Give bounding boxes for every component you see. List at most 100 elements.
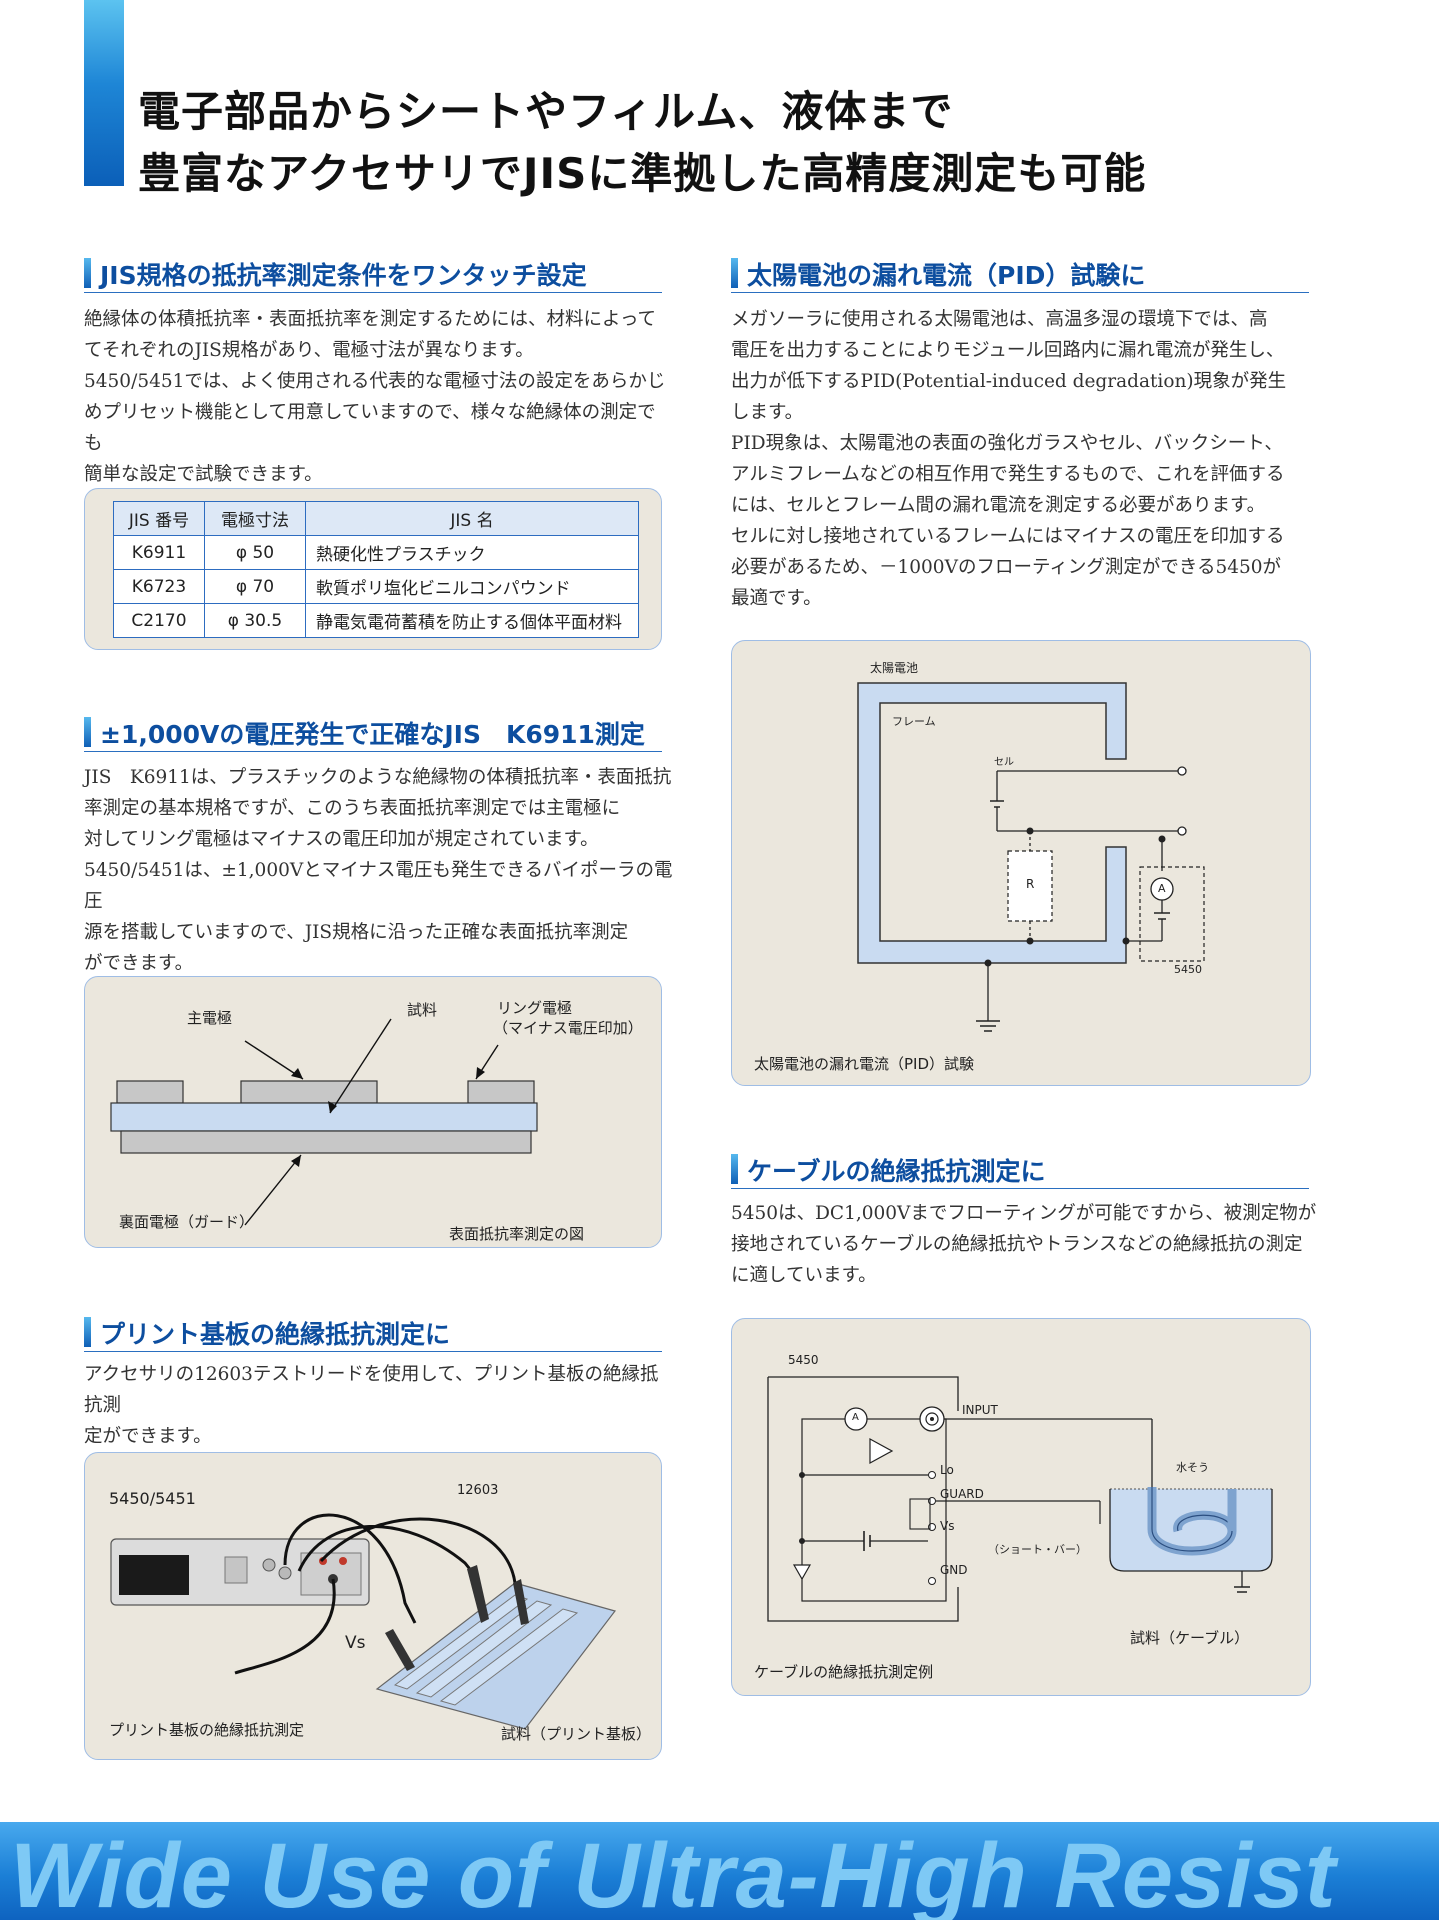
pcb-board (375, 1582, 617, 1730)
heading-marker (84, 258, 91, 288)
page-title-line-2: 豊富なアクセサリでJISに準拠した高精度測定も可能 (138, 149, 1147, 198)
heading-marker (731, 258, 738, 288)
main-electrode (240, 1080, 378, 1104)
ammeter-label: A (852, 1412, 859, 1423)
ammeter-label: A (1158, 882, 1166, 895)
section-body-jis: 絶縁体の体積抵抗率・表面抵抗率を測定するためには、材料によって てそれぞれのJI… (84, 304, 674, 490)
section-heading-jis: JIS規格の抵抗率測定条件をワンタッチ設定 (84, 254, 662, 293)
table-cell: 熱硬化性プラスチック (305, 535, 639, 570)
body-line: セルに対し接地されているフレームにはマイナスの電圧を印加する (731, 526, 1285, 547)
heading-text: JIS規格の抵抗率測定条件をワンタッチ設定 (100, 261, 587, 290)
body-line: 接地されているケーブルの絶縁抵抗やトランスなどの絶縁抵抗の測定 (731, 1234, 1303, 1255)
body-line: 定ができます。 (84, 1426, 212, 1447)
resistor-label: R (1026, 877, 1035, 891)
body-line: 出力が低下するPID(Potential-induced degradation… (731, 371, 1287, 392)
body-line: 絶縁体の体積抵抗率・表面抵抗率を測定するためには、材料によって (84, 309, 657, 330)
table-row: K6911 φ 50 熱硬化性プラスチック (113, 535, 639, 570)
title-accent-bar (84, 0, 124, 186)
body-line: 最適です。 (731, 588, 822, 609)
table-cell: φ 30.5 (204, 603, 306, 638)
ring-electrode (467, 1080, 535, 1104)
section-body-pid: メガソーラに使用される太陽電池は、高温多湿の環境下では、高 電圧を出力することに… (731, 304, 1327, 614)
body-line: 率測定の基本規格ですが、このうち表面抵抗率測定では主電極に (84, 798, 621, 819)
diagram-caption: プリント基板の絶縁抵抗測定 (109, 1721, 305, 1739)
heading-marker (731, 1154, 738, 1184)
solar-frame (857, 682, 1127, 964)
sample-label: 試料（プリント基板） (501, 1725, 652, 1743)
pid-diagram-panel: 太陽電池 フレーム セル R A 5450 太陽電池の漏れ電流（PID）試験 (731, 640, 1311, 1086)
pcb-diagram (110, 1513, 617, 1730)
body-line: 5450/5451は、±1,000Vとマイナス電圧も発生できるバイポーラの電圧 (84, 860, 673, 912)
vs-label: Vs (940, 1519, 955, 1533)
table-cell: φ 50 (204, 535, 306, 570)
jis-table: JIS 番号 電極寸法 JIS 名 K6911 φ 50 熱硬化性プラスチック … (113, 501, 639, 638)
section-heading-k6911: ±1,000Vの電圧発生で正確なJIS K6911測定 (84, 713, 662, 752)
guard-electrode (120, 1130, 532, 1154)
lo-label: Lo (940, 1463, 954, 1477)
body-line: 源を搭載していますので、JIS規格に沿った正確な表面抵抗率測定 (84, 922, 629, 943)
surface-resistivity-diagram (110, 1018, 538, 1226)
body-line: めプリセット機能として用意していますので、様々な絶縁体の測定でも (84, 402, 656, 454)
body-line: アクセサリの12603テストリードを使用して、プリント基板の絶縁抵抗測 (84, 1364, 659, 1416)
table-row: K6723 φ 70 軟質ポリ塩化ビニルコンパウンド (113, 569, 639, 604)
ring-electrode-note: （マイナス電圧印加） (493, 1019, 643, 1037)
body-line: 対してリング電極はマイナスの電圧印加が規定されています。 (84, 829, 599, 850)
diagram-caption: ケーブルの絶縁抵抗測定例 (754, 1663, 934, 1681)
vs-label: Vs (345, 1633, 366, 1653)
heading-marker (84, 717, 91, 747)
body-line: ができます。 (84, 953, 194, 974)
section-body-pcb: アクセサリの12603テストリードを使用して、プリント基板の絶縁抵抗測 定ができ… (84, 1359, 674, 1452)
heading-text: ±1,000Vの電圧発生で正確なJIS K6911測定 (100, 720, 645, 749)
terminal (1177, 766, 1187, 776)
heading-text: 太陽電池の漏れ電流（PID）試験に (747, 261, 1146, 290)
sample-sheet (110, 1102, 538, 1132)
body-line: アルミフレームなどの相互作用で発生するもので、これを評価する (731, 464, 1285, 485)
pid-diagram (857, 682, 1205, 1032)
probe (513, 1579, 529, 1625)
main-electrode-label: 主電極 (187, 1009, 233, 1027)
footer-banner: Wide Use of Ultra-High Resist (0, 1822, 1439, 1920)
section-body-cable: 5450は、DC1,000Vまでフローティングが可能ですから、被測定物が 接地さ… (731, 1198, 1327, 1291)
instrument-label: 5450 (788, 1353, 819, 1367)
diagram-caption: 表面抵抗率測定の図 (449, 1225, 585, 1243)
diagram-caption: 太陽電池の漏れ電流（PID）試験 (754, 1055, 975, 1073)
short-bar-label: （ショート・バー） (988, 1543, 1087, 1556)
cable-diagram (767, 1376, 1273, 1622)
table-cell: C2170 (113, 603, 205, 638)
frame-label: フレーム (892, 715, 936, 728)
sample-label: 試料 (407, 1001, 438, 1019)
table-cell: K6723 (113, 569, 205, 604)
gnd-label: GND (940, 1563, 968, 1577)
probe (385, 1629, 415, 1671)
instrument-label: 5450 (1174, 963, 1202, 976)
body-line: JIS K6911は、プラスチックのような絶縁物の体積抵抗率・表面抵抗 (84, 767, 672, 788)
body-line: には、セルとフレーム間の漏れ電流を測定する必要があります。 (731, 495, 1266, 516)
ring-electrode-label: リング電極 (497, 999, 573, 1017)
footer-text: Wide Use of Ultra-High Resist (10, 1825, 1337, 1920)
guard-electrode-label: 裏面電極（ガード） (119, 1213, 255, 1231)
body-line: てそれぞれのJIS規格があり、電極寸法が異なります。 (84, 340, 534, 361)
cable-diagram-panel: 5450 INPUT A Lo GUARD Vs （ショート・バー） GND 水… (731, 1318, 1311, 1696)
solar-label: 太陽電池 (870, 661, 919, 675)
amplifier (869, 1437, 894, 1465)
section-heading-pcb: プリント基板の絶縁抵抗測定に (84, 1313, 662, 1352)
table-row: C2170 φ 30.5 静電気電荷蓄積を防止する個体平面材料 (113, 603, 639, 638)
table-cell: 軟質ポリ塩化ビニルコンパウンド (305, 569, 639, 604)
table-header-row: JIS 番号 電極寸法 JIS 名 (113, 501, 639, 536)
table-cell: φ 70 (204, 569, 306, 604)
column-header: 電極寸法 (204, 501, 306, 536)
body-line: 必要があるため、－1000Vのフローティング測定ができる5450が (731, 557, 1282, 578)
water-tank (1109, 1489, 1273, 1572)
body-line: メガソーラに使用される太陽電池は、高温多湿の環境下では、高 (731, 309, 1268, 330)
tank-label: 水そう (1176, 1461, 1209, 1474)
body-line: 簡単な設定で試験できます。 (84, 464, 323, 485)
cell-label: セル (994, 757, 1014, 768)
terminal (1177, 826, 1187, 836)
body-line: します。 (731, 402, 804, 423)
surface-resistivity-diagram-panel: 主電極 試料 リング電極 （マイナス電圧印加） 裏面電極（ガード） 表面抵抗率測… (84, 976, 662, 1248)
instrument-display (119, 1555, 189, 1595)
section-heading-cable: ケーブルの絶縁抵抗測定に (731, 1150, 1309, 1189)
body-line: 5450/5451では、よく使用される代表的な電極寸法の設定をあらかじ (84, 371, 666, 392)
probe (467, 1565, 489, 1623)
section-body-k6911: JIS K6911は、プラスチックのような絶縁物の体積抵抗率・表面抵抗 率測定の… (84, 762, 674, 979)
